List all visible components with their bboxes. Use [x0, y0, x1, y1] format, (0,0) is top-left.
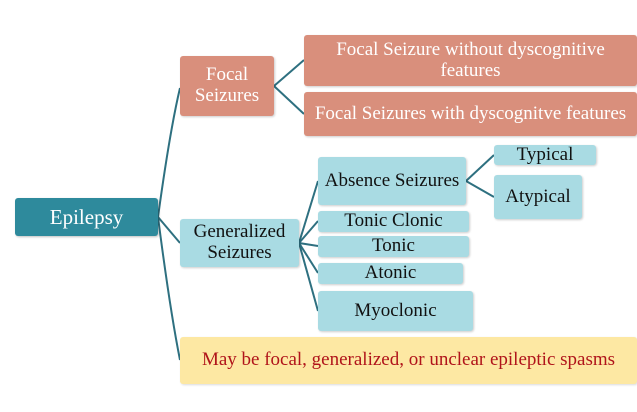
focal-seizures-node: Focal Seizures [180, 56, 274, 116]
focal-without-dyscognitive-label: Focal Seizure without dyscognitive featu… [336, 38, 605, 81]
atonic-label: Atonic [364, 262, 417, 284]
focal-without-dyscognitive-node: Focal Seizure without dyscognitive featu… [304, 35, 637, 86]
epilepsy-node: Epilepsy [15, 198, 158, 236]
connector-generalized-myoclonic [298, 242, 319, 312]
myoclonic-label: Myoclonic [354, 299, 437, 321]
typical-node: Typical [494, 143, 596, 165]
connector-generalized-atonic [298, 242, 319, 274]
connector-focal-without [273, 59, 305, 87]
generalized-seizures-label: Generalized Seizures [193, 221, 286, 263]
typical-label: Typical [516, 143, 574, 165]
unclear-note-node: May be focal, generalized, or unclear ep… [180, 337, 637, 384]
atypical-node: Atypical [494, 175, 582, 219]
absence-seizures-label: Absence Seizures [324, 169, 460, 191]
connector-absence-typical [465, 154, 495, 182]
focal-seizures-label: Focal Seizures [194, 64, 260, 106]
tonic-clonic-label: Tonic Clonic [344, 210, 443, 232]
focal-with-dyscognitive-label: Focal Seizures with dyscognitve features [314, 102, 627, 124]
connector-generalized-tonic [298, 242, 319, 247]
tonic-clonic-node: Tonic Clonic [318, 211, 469, 232]
myoclonic-node: Myoclonic [318, 291, 473, 331]
connector-root-focal [157, 87, 181, 218]
connector-absence-atypical [465, 180, 495, 198]
connector-root-note [157, 216, 181, 361]
connector-root-generalized [157, 216, 181, 244]
atypical-label: Atypical [505, 185, 571, 207]
generalized-seizures-node: Generalized Seizures [180, 219, 299, 267]
tonic-node: Tonic [318, 236, 469, 257]
connector-generalized-tonic-clonic [298, 220, 319, 244]
atonic-node: Atonic [318, 263, 463, 284]
unclear-note-label: May be focal, generalized, or unclear ep… [201, 349, 616, 371]
connector-generalized-absence [298, 180, 319, 244]
epilepsy-label: Epilepsy [49, 204, 124, 229]
focal-with-dyscognitive-node: Focal Seizures with dyscognitve features [304, 92, 637, 136]
tonic-label: Tonic [372, 235, 415, 257]
connector-focal-with [273, 85, 305, 115]
absence-seizures-node: Absence Seizures [318, 157, 466, 205]
